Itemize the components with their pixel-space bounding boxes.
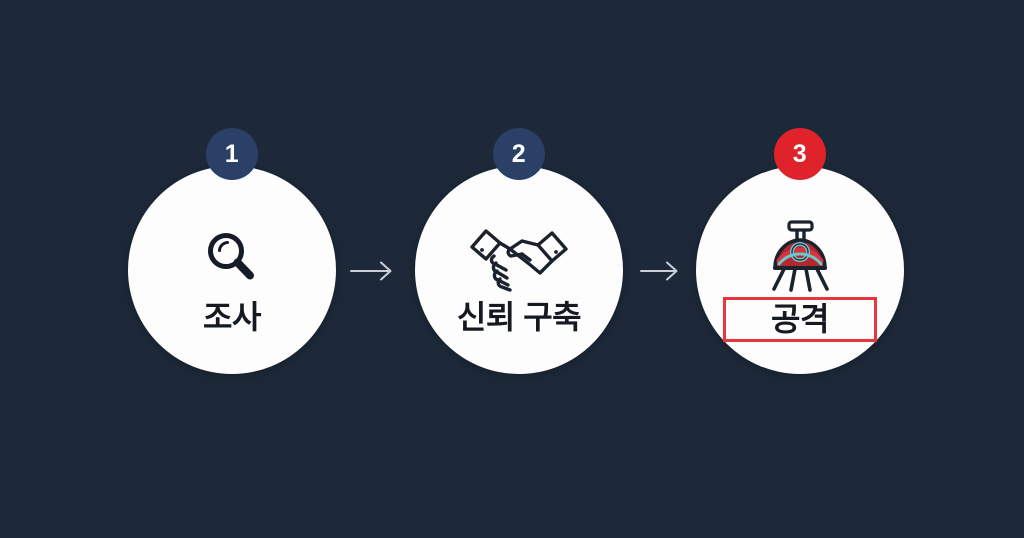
arrow-step1-to-step2	[350, 258, 394, 284]
step-1-circle	[128, 166, 336, 374]
step-3-number: 3	[792, 139, 808, 168]
step-2-icon-container	[415, 216, 623, 298]
step-1-icon-container	[128, 216, 336, 298]
step-2-label: 신뢰 구축	[456, 299, 582, 335]
step-1-label: 조사	[203, 299, 261, 335]
step-3-icon-container	[696, 216, 904, 298]
arrow-step2-to-step3	[640, 258, 680, 284]
process-step-1[interactable]: 1 조사	[128, 128, 336, 374]
step-3-label-highlight-box: 공격	[723, 297, 877, 342]
process-step-2[interactable]: 2	[415, 128, 623, 374]
handshake-icon	[466, 221, 572, 293]
step-3-label: 공격	[771, 300, 829, 337]
step-1-number-badge: 1	[206, 128, 258, 180]
step-2-number: 2	[511, 139, 527, 168]
step-3-number-badge: 3	[774, 128, 826, 180]
step-2-circle	[415, 166, 623, 374]
process-step-3[interactable]: 3	[696, 128, 904, 374]
magnifier-icon	[200, 225, 264, 289]
step-2-number-badge: 2	[493, 128, 545, 180]
step-1-number: 1	[224, 139, 240, 168]
sea-mine-icon	[759, 219, 841, 295]
